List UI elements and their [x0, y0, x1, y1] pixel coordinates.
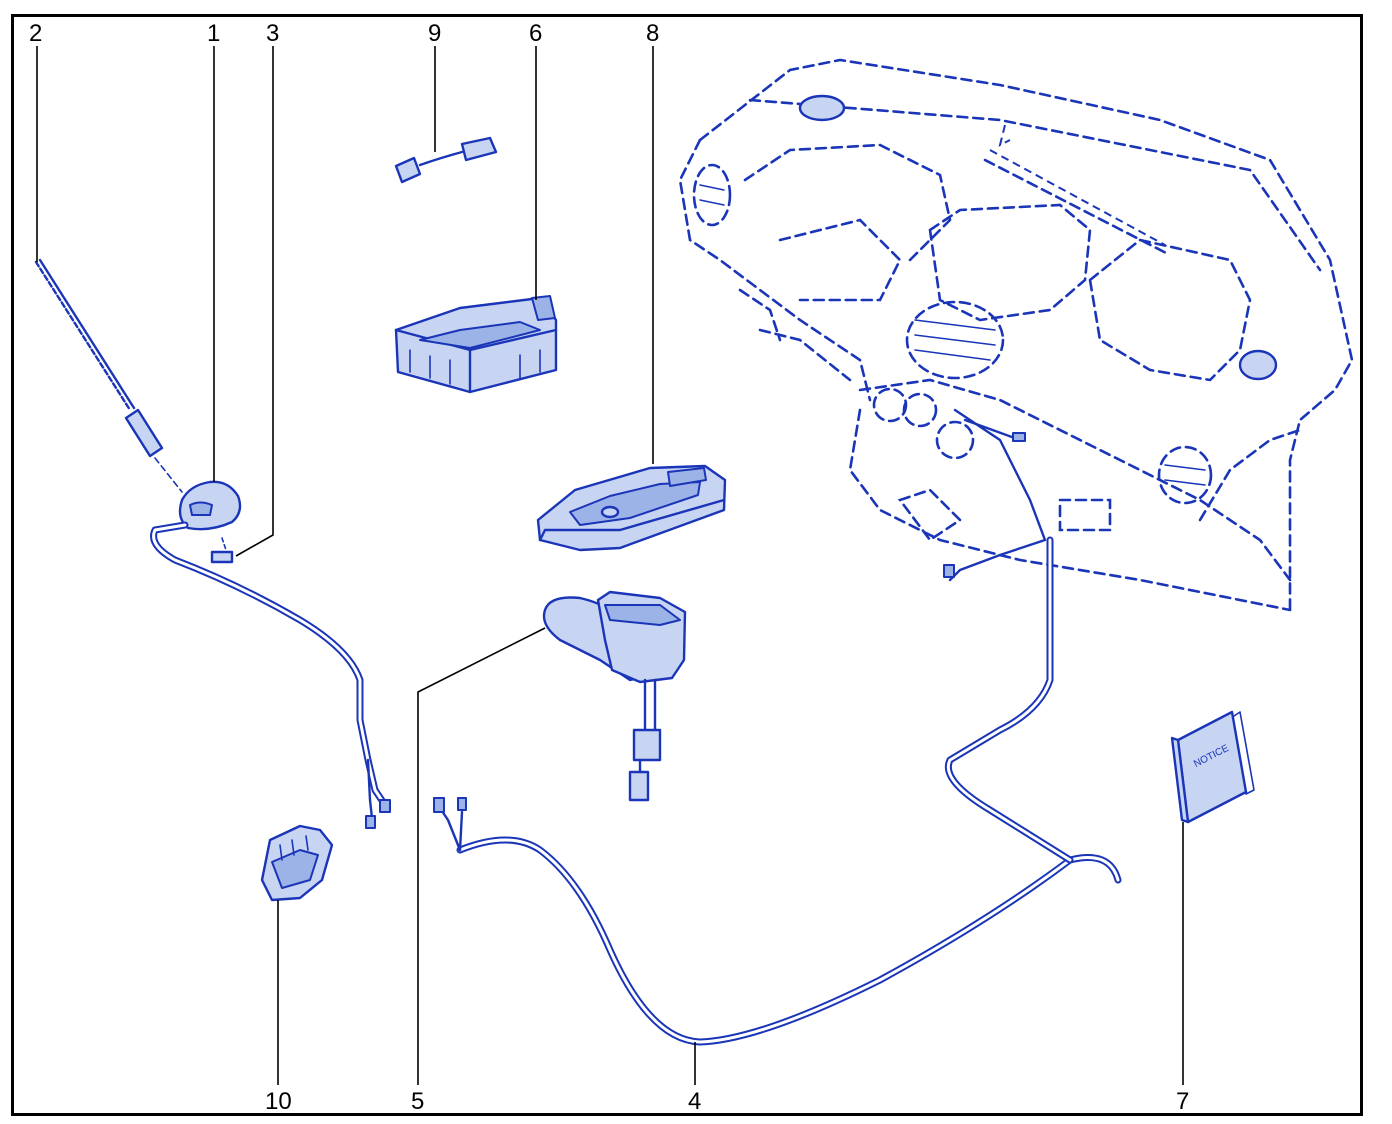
leader-lines	[36, 46, 1184, 1085]
leader-5	[417, 627, 546, 1085]
relay-block-10	[260, 824, 334, 902]
manual-booklet-7	[1170, 710, 1255, 824]
adapter-cable-9	[394, 136, 498, 184]
wiring-harness-4	[433, 536, 1122, 1046]
diagram-frame	[11, 14, 1363, 1116]
callout-2: 2	[29, 20, 43, 47]
callout-6: 6	[529, 20, 543, 47]
callout-1: 1	[207, 20, 221, 47]
control-unit-6	[394, 295, 558, 394]
dashboard-wiring	[943, 408, 1047, 582]
antenna-assembly	[34, 258, 242, 564]
mount-bracket-5	[542, 590, 687, 802]
dashboard-outline	[678, 58, 1354, 612]
callout-9: 9	[428, 20, 442, 47]
callout-8: 8	[646, 20, 660, 47]
callout-7: 7	[1176, 1088, 1190, 1115]
callout-3: 3	[266, 20, 280, 47]
dashboard-vents	[692, 94, 1278, 505]
callout-4: 4	[688, 1088, 702, 1115]
antenna-cable	[150, 521, 391, 829]
phone-cradle-8	[536, 464, 727, 552]
callout-5: 5	[411, 1088, 425, 1115]
leader-3	[235, 46, 274, 557]
callout-10: 10	[265, 1088, 292, 1115]
